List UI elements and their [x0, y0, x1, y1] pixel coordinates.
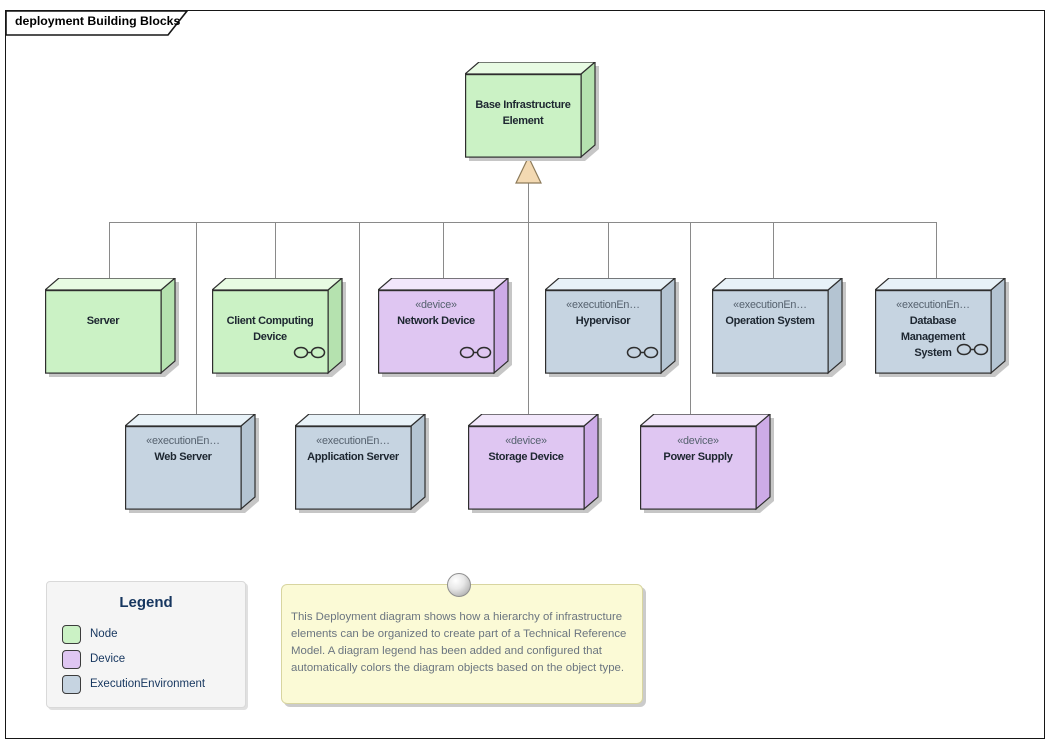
node-power-supply[interactable]: «device» Power Supply	[640, 414, 776, 515]
node-server[interactable]: Server	[45, 278, 181, 379]
node-labels: «executionEn… Hypervisor	[547, 298, 659, 329]
connector-drop-client-computing-device[interactable]	[275, 223, 276, 279]
composite-diagram-icon	[293, 346, 326, 359]
node-application-server[interactable]: «executionEn… Application Server	[295, 414, 431, 515]
node-stereotype: «device»	[415, 299, 457, 311]
connector-horizontal-bus[interactable]	[109, 222, 937, 223]
node-3d-box	[468, 414, 602, 513]
node-name: Power Supply	[663, 451, 733, 463]
node-stereotype: «executionEn…	[566, 299, 640, 311]
node-name: Web Server	[154, 451, 212, 463]
legend-swatch-execution-environment	[62, 675, 81, 694]
node-labels: Server	[47, 298, 159, 329]
node-stereotype	[214, 298, 326, 313]
diagram-legend[interactable]: Legend Node Device ExecutionEnvironment	[46, 581, 246, 708]
node-3d-box	[125, 414, 259, 513]
node-3d-box	[465, 62, 599, 161]
connector-drop-power-supply[interactable]	[690, 223, 691, 414]
node-labels: «device» Network Device	[380, 298, 492, 329]
connector-drop-application-server[interactable]	[359, 223, 360, 414]
composite-diagram-icon	[626, 346, 659, 359]
node-labels: «device» Storage Device	[470, 434, 582, 465]
generalization-arrowhead-icon	[515, 156, 542, 184]
legend-label: Device	[90, 653, 126, 665]
node-labels: Base Infrastructure Element	[467, 82, 579, 129]
node-name: Client Computing Device	[226, 315, 314, 343]
note-pin-sphere-icon	[447, 573, 471, 597]
node-stereotype: «executionEn…	[896, 299, 970, 311]
node-labels: «executionEn… Database Management System	[877, 298, 989, 361]
node-labels: «executionEn… Operation System	[714, 298, 826, 329]
node-name: Server	[86, 315, 120, 327]
node-name: Database Management System	[900, 315, 966, 359]
connector-drop-operation-system[interactable]	[773, 223, 774, 279]
connector-drop-hypervisor[interactable]	[608, 223, 609, 279]
node-stereotype	[467, 82, 579, 97]
diagram-title: deployment Building Blocks	[15, 14, 181, 28]
node-operation-system[interactable]: «executionEn… Operation System	[712, 278, 848, 379]
composite-diagram-icon	[956, 343, 989, 356]
legend-label: ExecutionEnvironment	[90, 678, 206, 690]
node-database-management-system[interactable]: «executionEn… Database Management System	[875, 278, 1011, 379]
node-name: Application Server	[307, 451, 399, 463]
node-3d-box	[545, 278, 679, 377]
node-stereotype: «executionEn…	[316, 435, 390, 447]
node-storage-device[interactable]: «device» Storage Device	[468, 414, 604, 515]
node-labels: «device» Power Supply	[642, 434, 754, 465]
node-3d-box	[295, 414, 429, 513]
diagram-frame-border	[5, 10, 1045, 739]
node-3d-box	[712, 278, 846, 377]
node-base-infrastructure-element[interactable]: Base Infrastructure Element	[465, 62, 601, 163]
connector-drop-database-management-system[interactable]	[936, 223, 937, 279]
node-3d-box	[45, 278, 179, 377]
node-name: Operation System	[725, 315, 815, 327]
legend-title: Legend	[119, 594, 173, 611]
node-3d-box	[640, 414, 774, 513]
node-3d-box	[378, 278, 512, 377]
node-name: Base Infrastructure Element	[475, 99, 571, 127]
node-stereotype: «executionEn…	[733, 299, 807, 311]
node-labels: «executionEn… Web Server	[127, 434, 239, 465]
node-labels: «executionEn… Application Server	[297, 434, 409, 465]
legend-swatch-device	[62, 650, 81, 669]
composite-diagram-icon	[459, 346, 492, 359]
node-hypervisor[interactable]: «executionEn… Hypervisor	[545, 278, 681, 379]
node-3d-box	[212, 278, 346, 377]
diagram-note[interactable]: This Deployment diagram shows how a hier…	[281, 573, 643, 704]
node-name: Hypervisor	[575, 315, 631, 327]
connector-drop-storage-device[interactable]	[528, 223, 529, 414]
legend-swatch-node	[62, 625, 81, 644]
node-name: Storage Device	[488, 451, 564, 463]
generalization-connector-trunk[interactable]	[528, 183, 529, 223]
node-client-computing-device[interactable]: Client Computing Device	[212, 278, 348, 379]
node-web-server[interactable]: «executionEn… Web Server	[125, 414, 261, 515]
node-stereotype: «device»	[677, 435, 719, 447]
node-stereotype	[47, 298, 159, 313]
connector-drop-server[interactable]	[109, 223, 110, 279]
connector-drop-network-device[interactable]	[443, 223, 444, 279]
node-name: Network Device	[397, 315, 475, 327]
diagram-title-tab	[5, 10, 189, 36]
node-network-device[interactable]: «device» Network Device	[378, 278, 514, 379]
node-stereotype: «executionEn…	[146, 435, 220, 447]
node-labels: Client Computing Device	[214, 298, 326, 345]
node-stereotype: «device»	[505, 435, 547, 447]
note-text: This Deployment diagram shows how a hier…	[291, 611, 627, 674]
connector-drop-web-server[interactable]	[196, 223, 197, 414]
legend-label: Node	[90, 628, 118, 640]
